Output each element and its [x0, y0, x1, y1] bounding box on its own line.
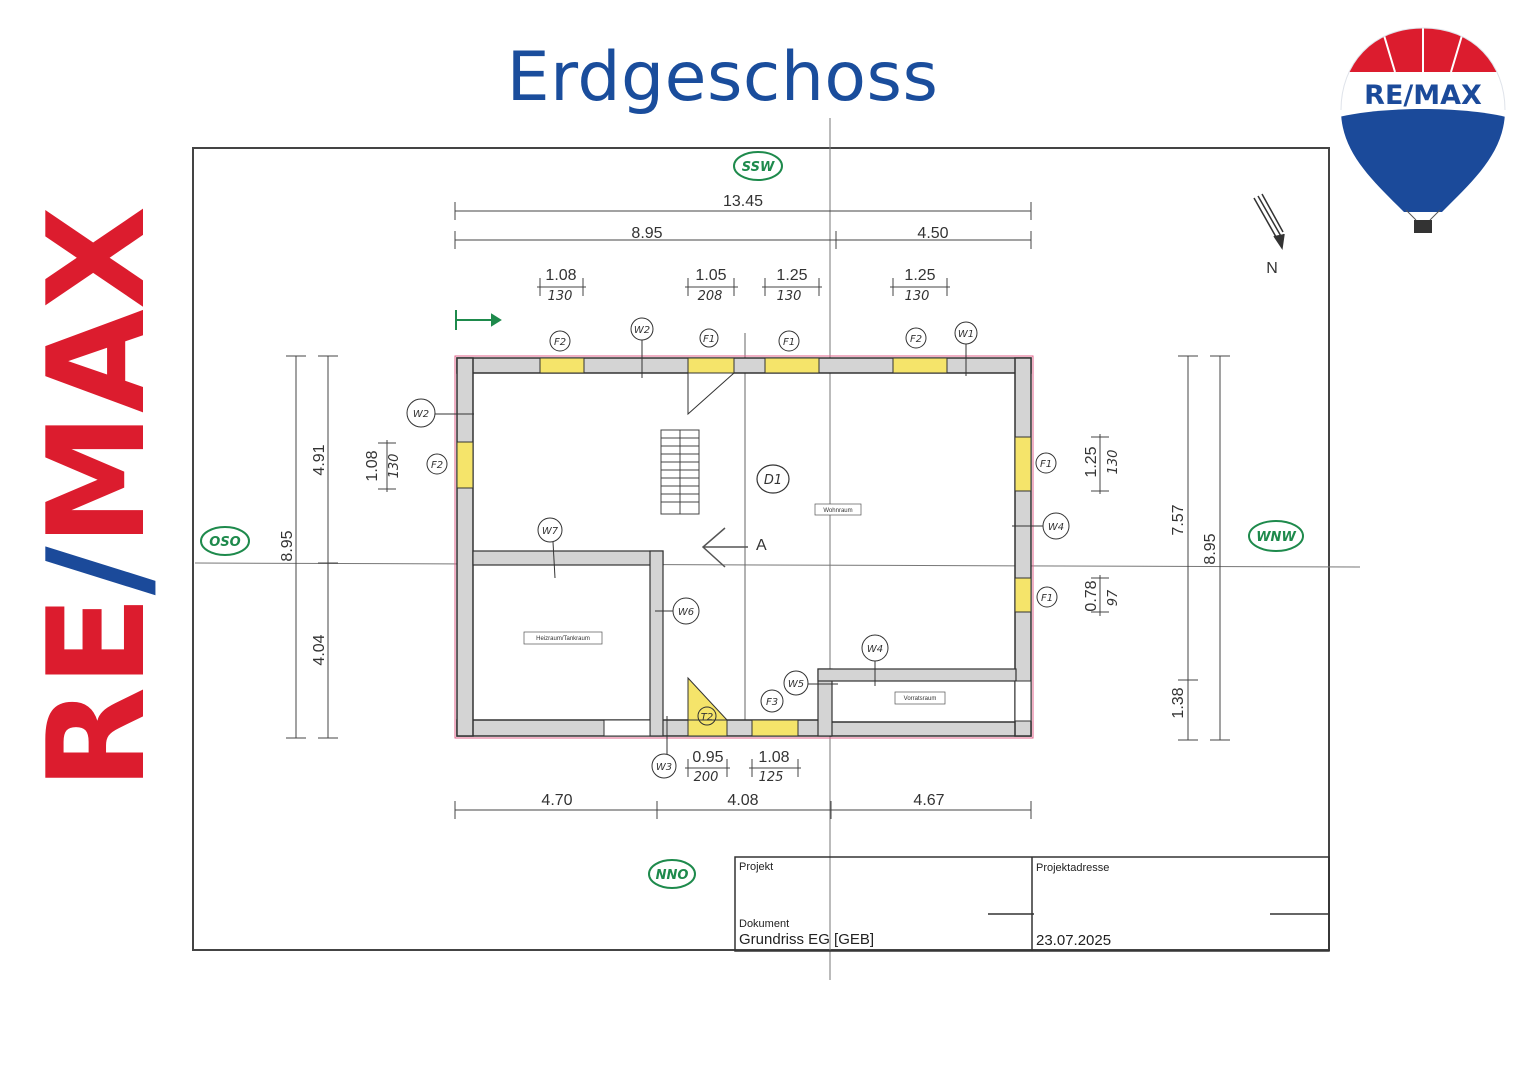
project-label: Projekt: [739, 861, 773, 873]
door-swing-top: [687, 372, 736, 416]
svg-text:W2: W2: [634, 325, 650, 336]
svg-text:RE/MAX: RE/MAX: [1364, 80, 1482, 111]
svg-text:Heizraum/Tankraum: Heizraum/Tankraum: [536, 636, 590, 642]
staircase: [660, 429, 700, 515]
door-tag-circle: [756, 464, 790, 494]
svg-text:208: 208: [698, 289, 723, 304]
svg-text:8.95: 8.95: [1202, 533, 1219, 564]
outline-red: [454, 355, 1034, 739]
svg-text:NNO: NNO: [656, 868, 689, 883]
svg-text:F2: F2: [910, 334, 922, 345]
openings: [456, 357, 1032, 737]
svg-text:4.08: 4.08: [727, 792, 758, 809]
svg-text:0.95: 0.95: [692, 749, 723, 766]
svg-text:OSO: OSO: [209, 535, 240, 550]
svg-text:130: 130: [777, 289, 802, 304]
orientation-top: SSW: [733, 151, 783, 181]
direction-arrow: [701, 527, 748, 568]
svg-text:200: 200: [694, 770, 719, 785]
svg-text:F1: F1: [1041, 593, 1053, 604]
svg-text:Wohnraum: Wohnraum: [823, 508, 852, 514]
svg-text:125: 125: [759, 770, 784, 785]
wall-tag-lines: [435, 340, 1043, 754]
orientation-left: OSO: [200, 526, 250, 556]
svg-text:RE/MAX: RE/MAX: [19, 206, 175, 790]
svg-text:1.25: 1.25: [1083, 446, 1100, 477]
remax-balloon-logo: RE/MAX: [1340, 27, 1506, 233]
arrow-label: A: [756, 537, 767, 554]
svg-text:F2: F2: [554, 337, 566, 348]
svg-text:F1: F1: [1040, 459, 1052, 470]
svg-text:1.08: 1.08: [545, 267, 576, 284]
remax-vertical-logo: RE/MAX: [19, 206, 175, 790]
svg-text:W7: W7: [542, 526, 559, 537]
axis-horizontal: [194, 562, 1361, 568]
orientation-bottom: NNO: [648, 859, 696, 889]
svg-text:4.50: 4.50: [917, 225, 948, 242]
title-block: [734, 856, 1330, 952]
svg-text:F1: F1: [703, 334, 715, 345]
svg-text:13.45: 13.45: [723, 193, 763, 210]
drawing-frame: [192, 147, 1330, 951]
svg-text:4.67: 4.67: [913, 792, 944, 809]
svg-text:1.38: 1.38: [1170, 687, 1187, 718]
svg-text:W4: W4: [1048, 522, 1064, 533]
inner-walls: [472, 550, 1017, 737]
north-label: N: [1266, 260, 1278, 277]
orientation-right: WNW: [1248, 520, 1304, 552]
svg-text:Vorratsraum: Vorratsraum: [904, 696, 937, 702]
north-arrow-icon: [1253, 193, 1285, 251]
svg-text:4.70: 4.70: [541, 792, 572, 809]
dimension-texts: 13.45 8.95 4.50 1.08 130 1.05 208 1.25 1…: [279, 193, 1219, 809]
wall-tags: [406, 317, 1070, 779]
svg-text:F2: F2: [431, 460, 443, 471]
room-label-main: Wohnraum: [814, 503, 862, 516]
svg-text:1.05: 1.05: [695, 267, 726, 284]
room-label-storage: Vorratsraum: [894, 691, 946, 705]
outer-walls: [456, 357, 1032, 737]
svg-text:SSW: SSW: [742, 160, 775, 175]
door-tag: D1: [764, 473, 782, 488]
svg-text:7.57: 7.57: [1170, 504, 1187, 535]
svg-text:F1: F1: [783, 337, 795, 348]
date-value: 23.07.2025: [1036, 932, 1111, 949]
svg-text:130: 130: [1106, 450, 1121, 475]
svg-text:W5: W5: [788, 679, 804, 690]
svg-text:1.08: 1.08: [758, 749, 789, 766]
svg-text:1.25: 1.25: [904, 267, 935, 284]
svg-text:W1: W1: [958, 329, 974, 340]
page-title: Erdgeschoss: [506, 38, 939, 117]
svg-text:W3: W3: [656, 762, 672, 773]
document-value: Grundriss EG [GEB]: [739, 931, 874, 948]
svg-text:WNW: WNW: [1256, 530, 1296, 545]
svg-text:T2: T2: [701, 712, 713, 723]
document-label: Dokument: [739, 918, 789, 930]
svg-text:4.04: 4.04: [311, 634, 328, 665]
room-label-tank: Heizraum/Tankraum: [523, 631, 603, 645]
svg-text:130: 130: [905, 289, 930, 304]
svg-text:W2: W2: [413, 409, 429, 420]
svg-text:1.25: 1.25: [776, 267, 807, 284]
svg-text:1.08: 1.08: [364, 450, 381, 481]
svg-text:130: 130: [387, 454, 402, 479]
svg-text:W4: W4: [867, 644, 883, 655]
svg-text:F3: F3: [766, 697, 778, 708]
dimension-lines: [286, 202, 1230, 819]
svg-text:4.91: 4.91: [311, 444, 328, 475]
project-address-label: Projektadresse: [1036, 862, 1109, 874]
svg-text:8.95: 8.95: [279, 530, 296, 561]
entrance-arrow-icon: [455, 310, 502, 330]
door-swing-bottom: [687, 676, 729, 721]
svg-text:8.95: 8.95: [631, 225, 662, 242]
svg-text:97: 97: [1106, 589, 1121, 606]
wall-tag-texts: F2 W2 F1 F1 F2 W1 W2 F2 F1 W4 F1 W7 W6 W…: [413, 325, 1064, 773]
svg-text:130: 130: [548, 289, 573, 304]
svg-text:W6: W6: [678, 607, 694, 618]
svg-text:0.78: 0.78: [1083, 580, 1100, 611]
